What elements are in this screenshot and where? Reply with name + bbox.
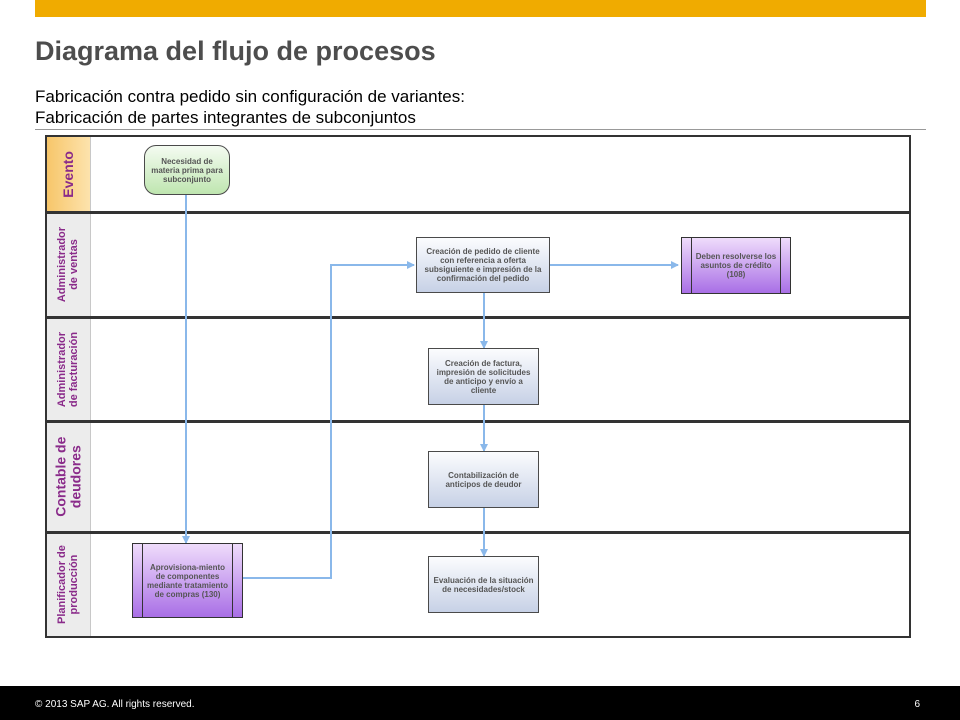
event-necesidad-materia-prima[interactable]: Necesidad de materia prima para subconju… — [144, 145, 230, 195]
lane-separator — [47, 420, 909, 423]
lane-header-admin-facturacion: Administrador de facturación — [47, 319, 91, 420]
subprocess-asuntos-credito[interactable]: Deben resolverse los asuntos de crédito … — [681, 237, 791, 294]
lane-header-evento: Evento — [47, 137, 91, 211]
lane-admin-ventas: Administrador de ventas — [47, 214, 909, 316]
footer-bar: © 2013 SAP AG. All rights reserved. 6 — [0, 686, 960, 720]
copyright-text: © 2013 SAP AG. All rights reserved. — [35, 699, 195, 710]
title-divider — [35, 129, 926, 130]
page-title: Diagrama del flujo de procesos — [35, 36, 436, 66]
page-subtitle: Fabricación contra pedido sin configurac… — [35, 86, 465, 128]
lane-planificador: Planificador de producción — [47, 534, 909, 636]
task-creacion-pedido[interactable]: Creación de pedido de cliente con refere… — [416, 237, 550, 293]
page-number: 6 — [914, 699, 920, 710]
lane-contable-deudores: Contable de deudores — [47, 423, 909, 531]
subtitle-line-1: Fabricación contra pedido sin configurac… — [35, 87, 465, 106]
brand-accent-bar — [35, 0, 926, 17]
lane-separator — [47, 211, 909, 214]
task-evaluacion-necesidades[interactable]: Evaluación de la situación de necesidade… — [428, 556, 539, 613]
task-creacion-factura[interactable]: Creación de factura, impresión de solici… — [428, 348, 539, 405]
lane-evento: Evento — [47, 137, 909, 211]
lane-admin-facturacion: Administrador de facturación — [47, 319, 909, 420]
lane-header-contable: Contable de deudores — [47, 423, 91, 531]
swimlane-diagram: Evento Administrador de ventas Administr… — [45, 135, 911, 638]
subtitle-line-2: Fabricación de partes integrantes de sub… — [35, 108, 416, 127]
lane-header-admin-ventas: Administrador de ventas — [47, 214, 91, 316]
lane-header-planificador: Planificador de producción — [47, 534, 91, 636]
lane-separator — [47, 531, 909, 534]
flow-arrow-aprovisionamiento-to-pedido — [230, 261, 415, 579]
flow-connectors — [182, 193, 679, 579]
task-contabilizacion-anticipos[interactable]: Contabilización de anticipos de deudor — [428, 451, 539, 508]
lane-separator — [47, 316, 909, 319]
subprocess-aprovisionamiento[interactable]: Aprovisiona-miento de componentes median… — [132, 543, 243, 618]
